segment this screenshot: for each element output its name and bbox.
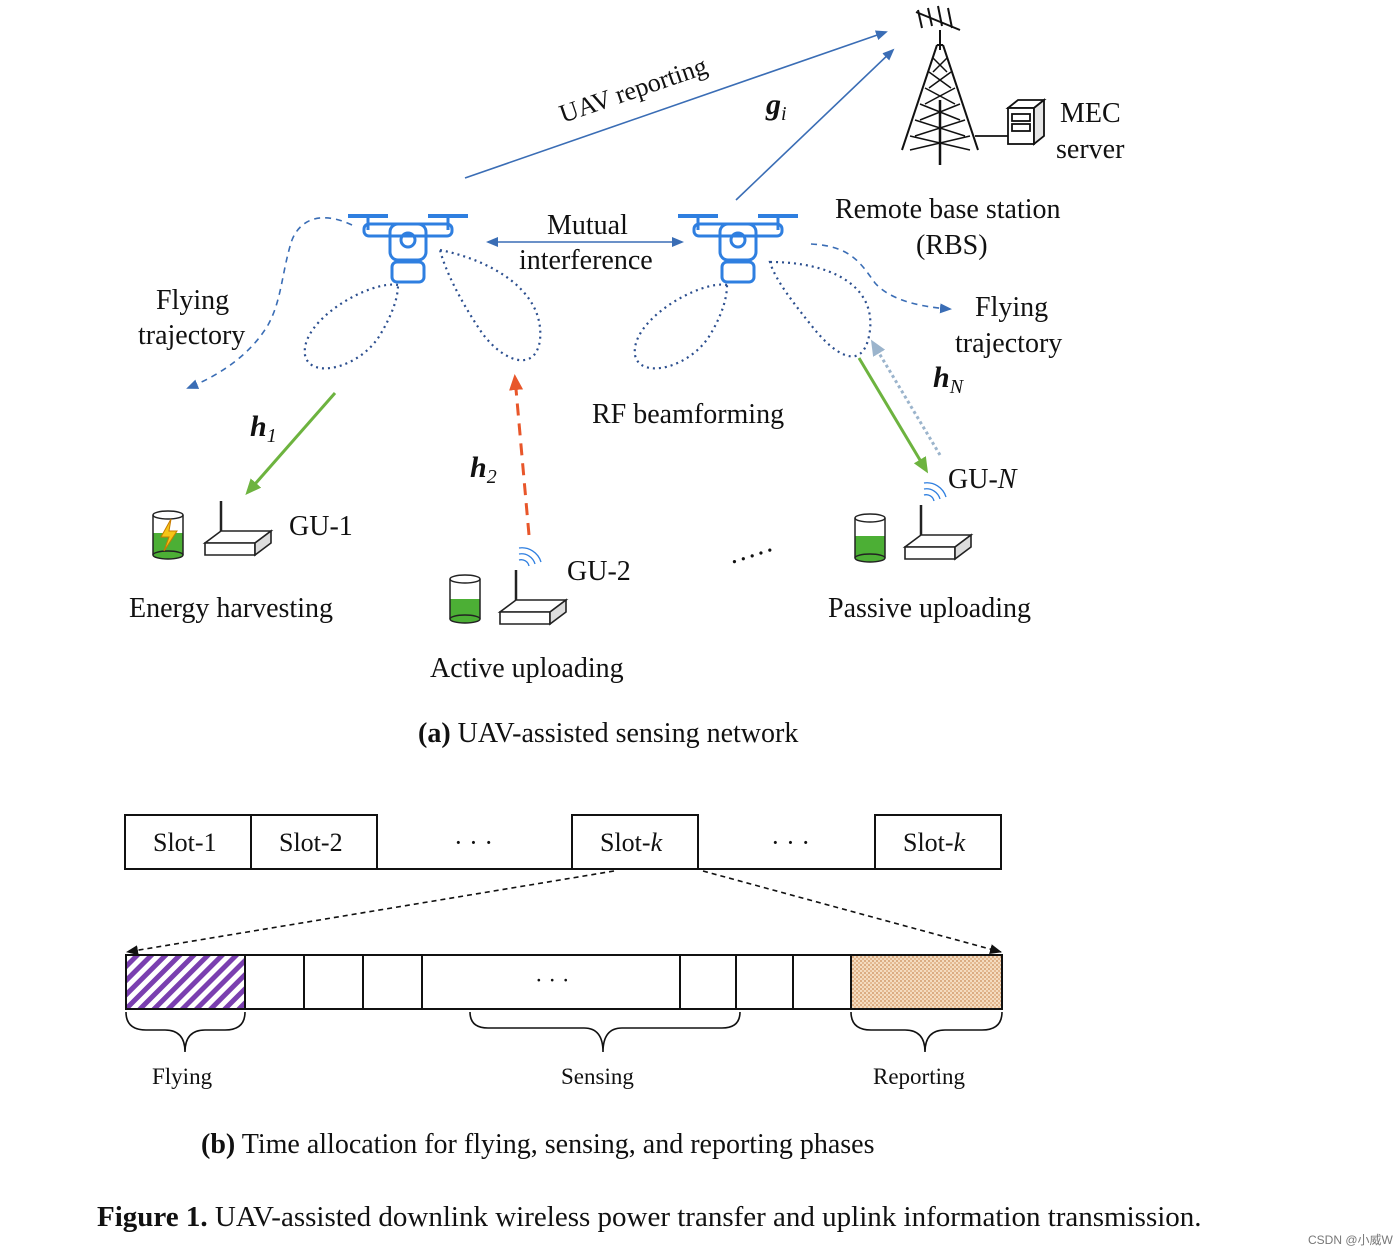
uav-reporting-label: UAV reporting <box>556 51 711 129</box>
flying-brace <box>125 1011 246 1053</box>
energy-harvesting-label: Energy harvesting <box>129 593 333 624</box>
hN-label: hN <box>933 361 965 398</box>
sensing-subslot <box>303 954 364 1010</box>
slot-label: Slot-1 <box>153 828 217 857</box>
slot-bar <box>124 814 1002 870</box>
uav-right-icon <box>676 214 800 284</box>
rf-beamforming-label: RF beamforming <box>592 399 784 430</box>
phase-reporting-label: Reporting <box>873 1064 965 1089</box>
phase-flying-label: Flying <box>152 1064 213 1089</box>
caption-b: (b) Time allocation for flying, sensing,… <box>201 1129 874 1160</box>
server-icon <box>975 98 1047 146</box>
mec-label: MEC <box>1060 98 1121 129</box>
antenna-tower-icon <box>901 5 979 165</box>
inner-ellipsis: · · · <box>535 968 569 993</box>
gu2-signal-icon <box>518 547 542 567</box>
phase-sensing-label: Sensing <box>561 1064 634 1089</box>
gu2-router-icon <box>498 568 568 626</box>
slot-box <box>874 814 1002 870</box>
hN-backscatter-arrow <box>870 339 942 456</box>
caption-a: (a) UAV-assisted sensing network <box>418 718 798 749</box>
phase-braces <box>125 1011 1003 1053</box>
beam-lobe <box>633 283 729 370</box>
slot-ellipsis: · · · <box>454 828 493 857</box>
flying-left-label-1: Flying <box>156 285 229 316</box>
watermark: CSDN @小威W <box>1308 1233 1394 1247</box>
hN-energy-arrow <box>857 357 929 474</box>
sensing-subslot <box>421 954 681 1010</box>
gu2-label: GU-2 <box>567 556 631 587</box>
flying-phase-block <box>125 954 246 1010</box>
slot-ellipsis: · · · <box>771 828 810 857</box>
slot-box <box>571 814 699 870</box>
flying-trajectory-left <box>186 216 353 389</box>
beam-lobe <box>303 283 400 370</box>
active-uploading-label: Active uploading <box>430 653 624 684</box>
figure-caption: Figure 1. UAV-assisted downlink wireless… <box>97 1201 1202 1233</box>
uav-left-icon <box>346 214 470 284</box>
flying-left-label-2: trajectory <box>138 320 245 351</box>
sensing-subslot <box>792 954 852 1010</box>
h1-label: h1 <box>250 410 277 447</box>
beam-lobe <box>768 260 872 358</box>
sensing-subslot <box>244 954 305 1010</box>
server-label: server <box>1056 134 1125 165</box>
guN-battery-icon <box>854 513 886 563</box>
sensing-subslot <box>362 954 423 1010</box>
guN-router-icon <box>903 503 973 561</box>
beam-lobe <box>438 248 542 362</box>
interference-label: interference <box>519 245 653 276</box>
reporting-phase-block <box>850 954 1003 1010</box>
rf-beam-lobes <box>303 248 872 370</box>
flying-right-label-2: trajectory <box>955 328 1062 359</box>
flying-right-label-1: Flying <box>975 292 1048 323</box>
slot-label: Slot-2 <box>279 828 343 857</box>
mutual-label: Mutual <box>547 210 628 241</box>
h1-energy-arrow <box>245 392 337 496</box>
sensing-subslot <box>679 954 737 1010</box>
h2-label: h2 <box>470 451 497 488</box>
slot-label: Slot-k <box>600 828 663 857</box>
rbs-abbrev-label: (RBS) <box>916 230 988 261</box>
passive-uploading-label: Passive uploading <box>828 593 1031 624</box>
sensing-subslot <box>735 954 794 1010</box>
zoom-line-right <box>702 870 1002 954</box>
uav-reporting-arrow <box>464 30 888 179</box>
gu1-router-icon <box>203 499 273 557</box>
gu1-label: GU-1 <box>289 511 353 542</box>
guN-label: GU-N <box>948 464 1018 495</box>
slot-box <box>250 814 378 870</box>
reporting-brace <box>850 1011 1003 1053</box>
expanded-slot <box>125 954 1003 1010</box>
zoom-line-left <box>126 870 615 956</box>
gu-ellipsis: ····· <box>725 535 779 579</box>
gi-channel-arrow <box>735 48 895 201</box>
flying-trajectory-right <box>810 243 952 314</box>
guN-signal-icon <box>923 482 947 502</box>
sensing-brace <box>469 1011 741 1053</box>
rbs-label: Remote base station <box>835 194 1061 225</box>
h2-active-upload-arrow <box>509 374 531 536</box>
gi-label: gi <box>765 88 787 125</box>
gu1-battery-icon <box>152 510 184 560</box>
slot-label: Slot-k <box>903 828 966 857</box>
gu2-battery-icon <box>449 574 481 624</box>
